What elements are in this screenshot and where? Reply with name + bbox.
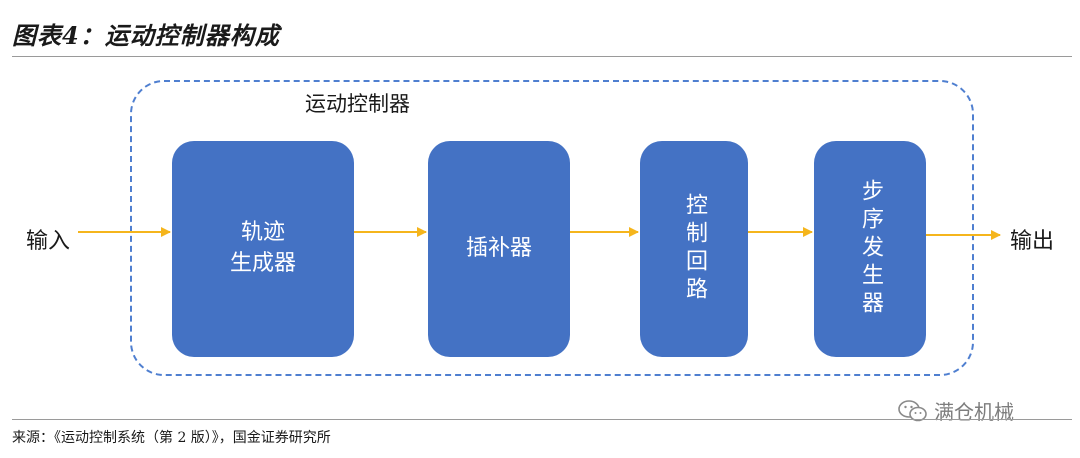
- output-label: 输出: [1010, 229, 1055, 254]
- motion-controller-boundary: [130, 80, 974, 376]
- control-loop-block: 控制回路: [640, 141, 748, 357]
- step-generator-block: 步序发生器: [814, 141, 926, 357]
- block-label: 插补器: [465, 235, 532, 261]
- top-divider: [12, 56, 1072, 57]
- trajectory-generator-block: 轨迹 生成器: [172, 141, 354, 357]
- block-label-line1: 轨迹: [240, 220, 285, 246]
- source-note: 来源：《运动控制系统（第 2 版）》，国金证券研究所: [12, 430, 331, 446]
- interpolator-block: 插补器: [428, 141, 570, 357]
- watermark: 满仓机械: [898, 396, 1014, 425]
- block-label: 步序发生器: [858, 179, 883, 319]
- input-label: 输入: [26, 229, 71, 254]
- figure-title: 图表4：运动控制器构成: [12, 21, 280, 50]
- block-label-line2: 生成器: [229, 251, 296, 276]
- wechat-icon: [898, 399, 927, 421]
- block-label: 控制回路: [682, 193, 707, 305]
- container-label: 运动控制器: [305, 92, 410, 116]
- bottom-divider: [12, 419, 1072, 420]
- watermark-text: 满仓机械: [934, 400, 1014, 424]
